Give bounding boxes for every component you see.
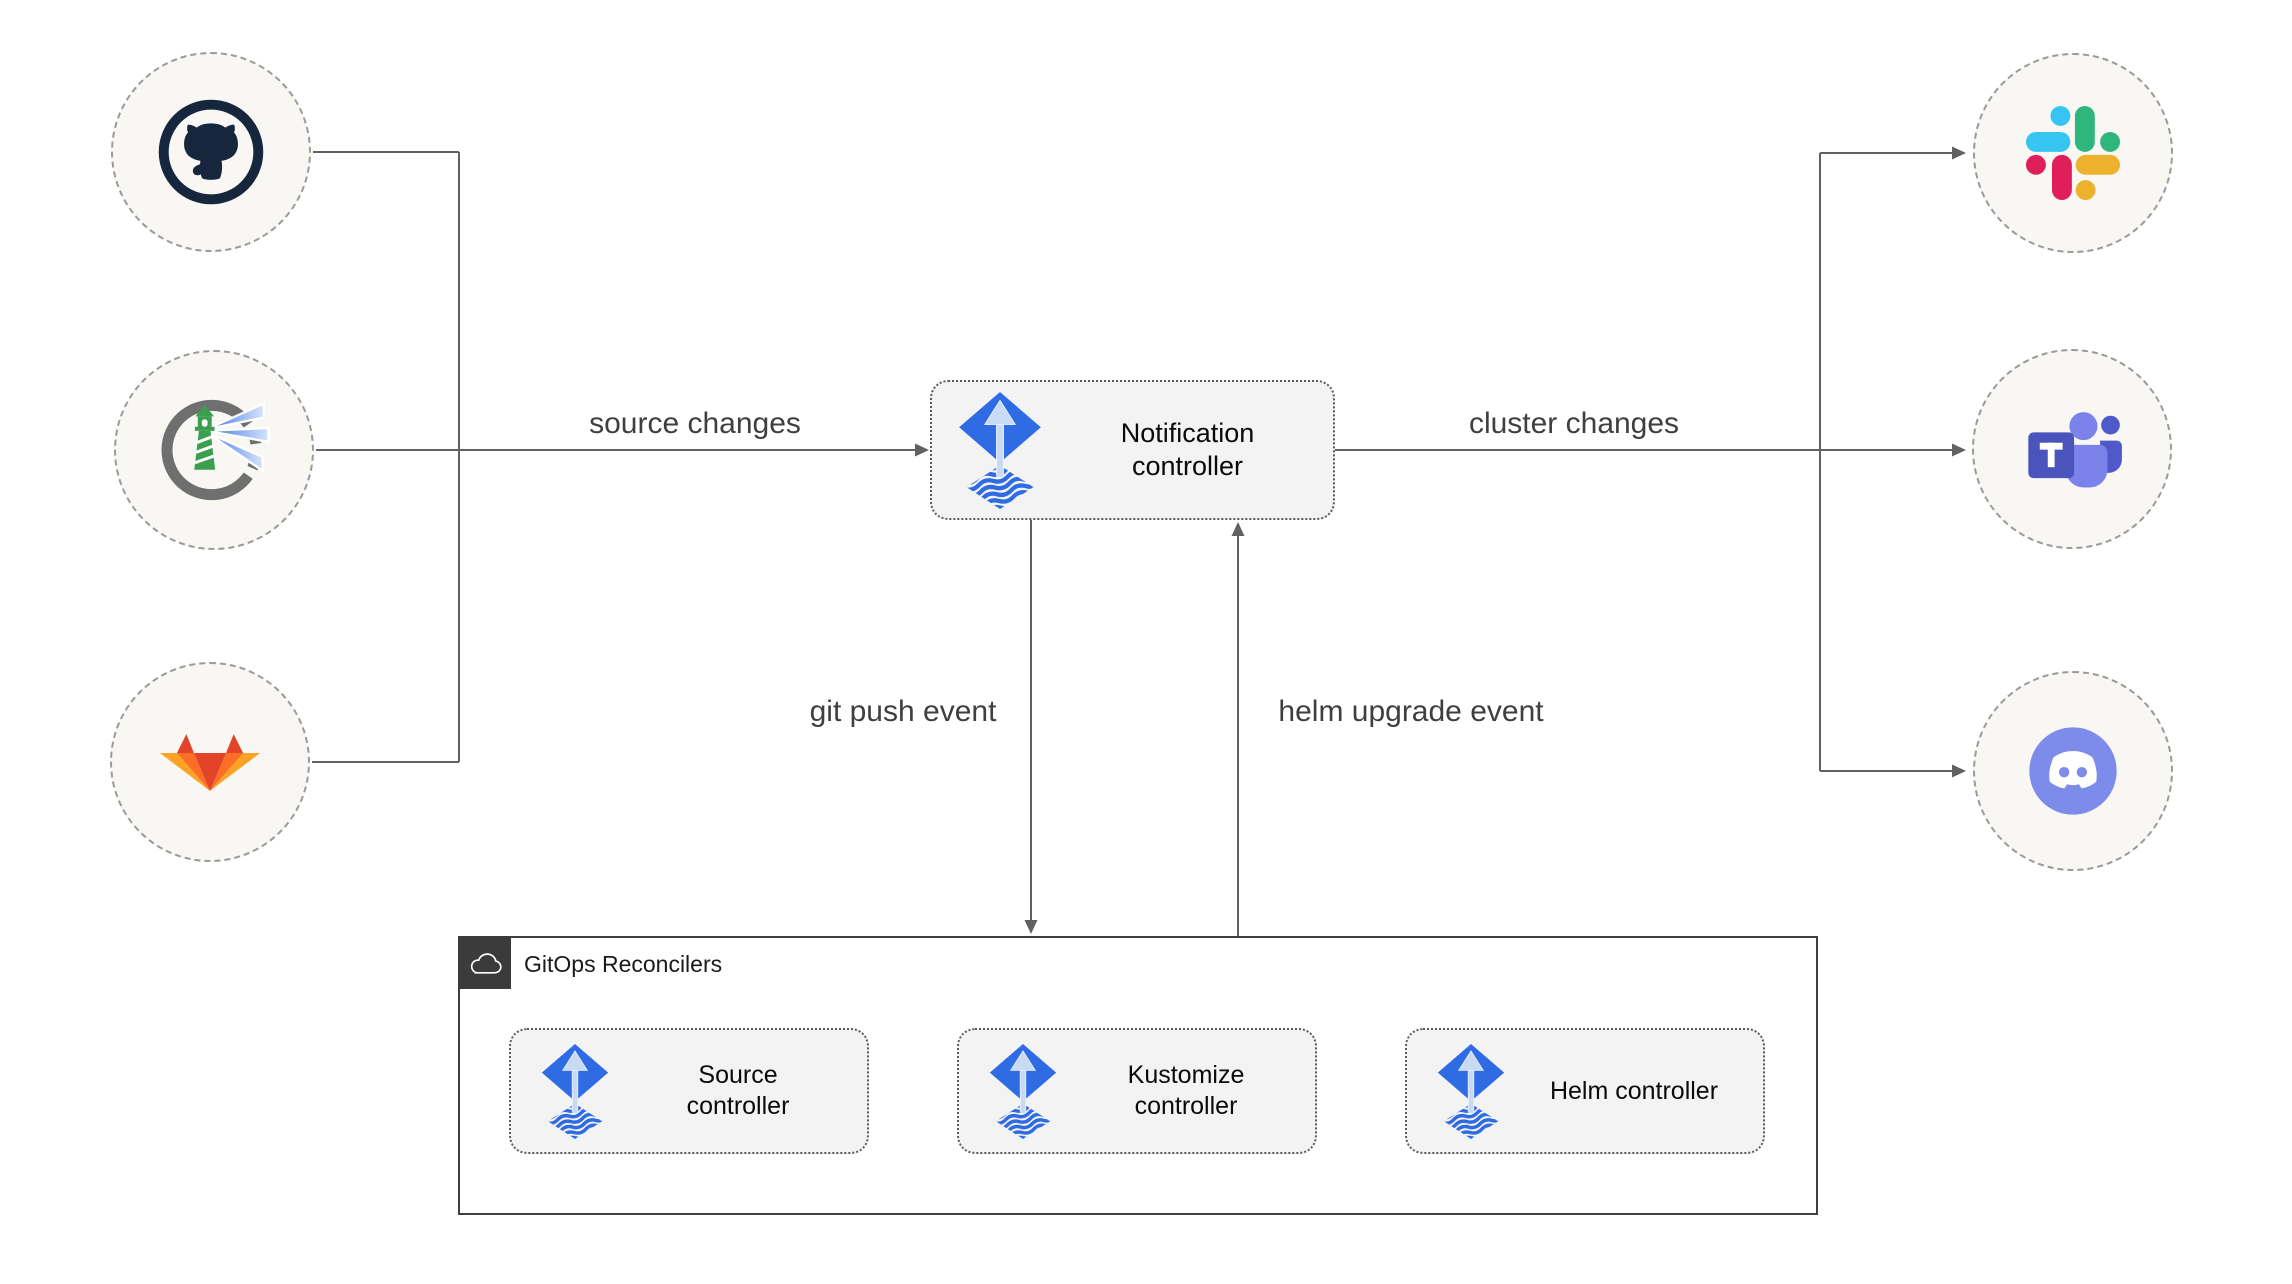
node-github — [111, 52, 311, 252]
discord-icon — [2014, 712, 2132, 830]
gitlab-icon — [158, 732, 262, 793]
notification-controller-label: Notification controller — [1120, 418, 1255, 481]
source-controller-label: Source controller — [686, 1061, 790, 1120]
node-notification-controller: Notification controller — [930, 380, 1335, 520]
microsoft-teams-icon — [2020, 402, 2124, 496]
arrowhead-source-changes — [915, 443, 929, 457]
gitops-reconcilers-container: GitOps Reconcilers Source controller Kus… — [458, 936, 1818, 1215]
kustomize-controller-label: Kustomize controller — [1127, 1061, 1245, 1120]
arrowhead-helm-upgrade — [1231, 522, 1245, 536]
node-slack — [1973, 53, 2173, 253]
node-source-controller: Source controller — [509, 1028, 869, 1154]
edge-label-git-push-event: git push event — [809, 695, 997, 728]
slack-icon — [2026, 106, 2120, 200]
node-kustomize-controller: Kustomize controller — [957, 1028, 1317, 1154]
harbor-icon — [156, 392, 272, 508]
cloud-icon — [466, 948, 504, 978]
arrowhead-slack — [1952, 146, 1966, 160]
edge-label-source-changes: source changes — [589, 407, 801, 440]
flux-icon — [989, 1044, 1057, 1139]
edge-label-cluster-changes: cluster changes — [1468, 407, 1680, 440]
node-helm-controller: Helm controller — [1405, 1028, 1765, 1154]
edge-label-helm-upgrade-event: helm upgrade event — [1278, 695, 1544, 728]
github-icon — [156, 97, 266, 207]
flux-icon — [958, 392, 1042, 509]
arrowhead-git-push — [1024, 920, 1038, 934]
flux-icon — [541, 1044, 609, 1139]
node-discord — [1973, 671, 2173, 871]
flux-icon — [1437, 1044, 1505, 1139]
node-teams — [1972, 349, 2172, 549]
node-gitlab — [110, 662, 310, 862]
helm-controller-label: Helm controller — [1549, 1076, 1719, 1105]
node-harbor — [114, 350, 314, 550]
container-header — [458, 936, 511, 989]
container-title: GitOps Reconcilers — [524, 951, 723, 977]
arrowhead-teams — [1952, 443, 1966, 457]
arrowhead-discord — [1952, 764, 1966, 778]
